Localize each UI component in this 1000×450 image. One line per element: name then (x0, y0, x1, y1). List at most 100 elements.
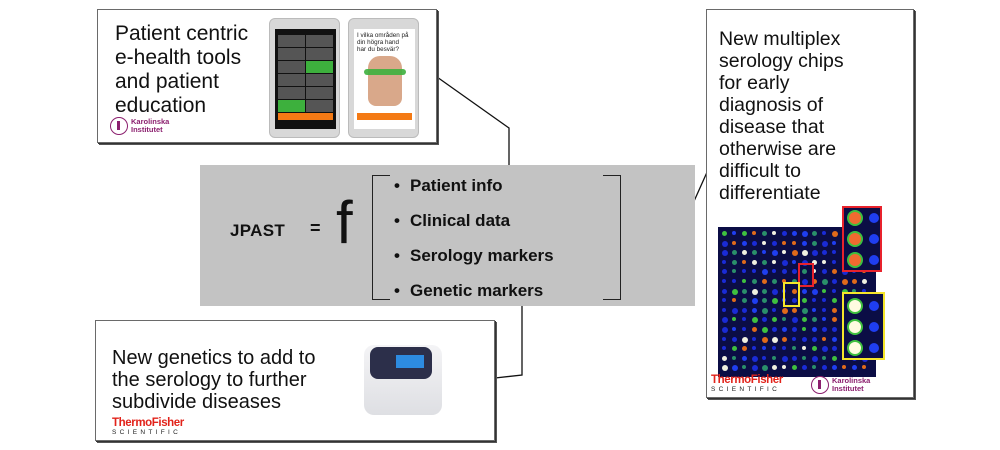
chip-spot (762, 288, 767, 294)
chip-spot (822, 231, 826, 235)
chip-spot (732, 231, 736, 235)
chip-spot (852, 279, 857, 284)
zoomed-spot (849, 300, 861, 312)
chip-spot (732, 317, 736, 322)
factor-item: •Patient info (394, 173, 554, 208)
factor-item: •Clinical data (394, 208, 554, 243)
chip-spot (802, 250, 808, 257)
chip-spot (862, 279, 867, 284)
chip-spot (752, 307, 757, 313)
chip-spot (732, 336, 737, 342)
chip-spot (722, 279, 726, 283)
hand-selection-band (364, 69, 406, 75)
zoomed-spot (849, 212, 861, 224)
chip-spot (722, 259, 726, 264)
chip-spot (812, 336, 817, 342)
chip-spot (722, 307, 726, 312)
chip-spot (732, 259, 737, 265)
chip-spot (782, 327, 787, 332)
chip-spot (812, 317, 817, 323)
chip-spot (812, 231, 817, 236)
chip-spot (812, 259, 817, 265)
chip-spot (822, 298, 826, 303)
chip-spot (722, 288, 727, 294)
chip-spot (742, 346, 747, 352)
bullet-icon: • (394, 211, 400, 230)
karolinska-seal-icon (110, 117, 128, 135)
zoomed-spot (869, 213, 879, 223)
chip-spot (862, 288, 866, 293)
karolinska-seal-icon (811, 376, 829, 394)
chip-spot (802, 346, 806, 351)
chip-spot (822, 279, 828, 285)
chip-spot (812, 298, 816, 303)
chip-spot (772, 269, 776, 274)
chip-spot (812, 240, 817, 246)
chip-spot (742, 231, 747, 236)
factor-label: Patient info (410, 176, 503, 195)
chip-spot (762, 231, 767, 236)
zoomed-spot (849, 321, 861, 333)
sequencer-instrument-image (356, 331, 446, 423)
chip-spot (722, 231, 727, 236)
phone-screen: I vilka områden på din högra hand har du… (354, 29, 415, 129)
chip-spot (792, 288, 797, 294)
chip-spot (752, 355, 758, 362)
chip-spot (742, 288, 747, 294)
chip-spot (772, 298, 778, 305)
chip-spot (762, 355, 766, 360)
chip-spot (762, 346, 766, 351)
chip-spot (772, 240, 777, 246)
chip-spot (722, 269, 727, 275)
factor-list: •Patient info •Clinical data •Serology m… (394, 173, 554, 313)
chip-spot (822, 346, 828, 353)
chip-spot (832, 346, 837, 352)
chip-spot (732, 269, 736, 274)
chip-highlight-red (798, 263, 814, 287)
chip-spot (722, 250, 728, 257)
chip-spot (832, 307, 837, 313)
chip-spot (832, 365, 837, 371)
karolinska-logo: Karolinska Institutet (110, 117, 169, 135)
chip-spot (802, 279, 808, 285)
chip-spot (802, 365, 807, 371)
region-cell (278, 74, 305, 86)
chip-spot (732, 355, 736, 360)
chip-spot (822, 365, 827, 371)
chip-spot (802, 317, 807, 323)
chip-spot (842, 279, 848, 285)
karolinska-logo-text: Karolinska Institutet (131, 117, 170, 134)
chip-spot (832, 250, 836, 255)
chip-spot (842, 365, 846, 370)
chip-spot (812, 327, 817, 332)
chip-spot (772, 355, 776, 360)
zoomed-spot (869, 301, 879, 311)
chip-spot (732, 327, 736, 331)
chip-spot (742, 240, 747, 246)
zoomed-spot (849, 233, 861, 245)
chip-spot (742, 327, 746, 331)
chip-spot (802, 231, 808, 237)
chip-spot (862, 365, 866, 370)
thermofisher-logo-sub: SCIENTIFIC (112, 429, 182, 436)
chip-spot (732, 288, 738, 295)
factor-item: •Serology markers (394, 243, 554, 278)
chip-spot (832, 336, 837, 342)
chip-spot (852, 288, 856, 293)
chip-spot (742, 250, 747, 256)
chip-spot (782, 250, 786, 255)
chip-spot (722, 365, 728, 372)
zoomed-spot (849, 254, 861, 266)
phone-screenshot-body-map (269, 18, 340, 138)
chip-spot (842, 288, 848, 295)
thermofisher-logo-main: ThermoFisher (711, 374, 783, 386)
chip-spot (732, 250, 737, 256)
region-cell-selected (278, 100, 305, 112)
bullet-icon: • (394, 281, 400, 300)
factor-item: •Genetic markers (394, 278, 554, 313)
phone-screen (275, 29, 336, 129)
chip-spot (782, 240, 786, 245)
left-bracket (372, 175, 390, 300)
chip-spot (802, 240, 807, 246)
chip-spot (772, 307, 776, 312)
